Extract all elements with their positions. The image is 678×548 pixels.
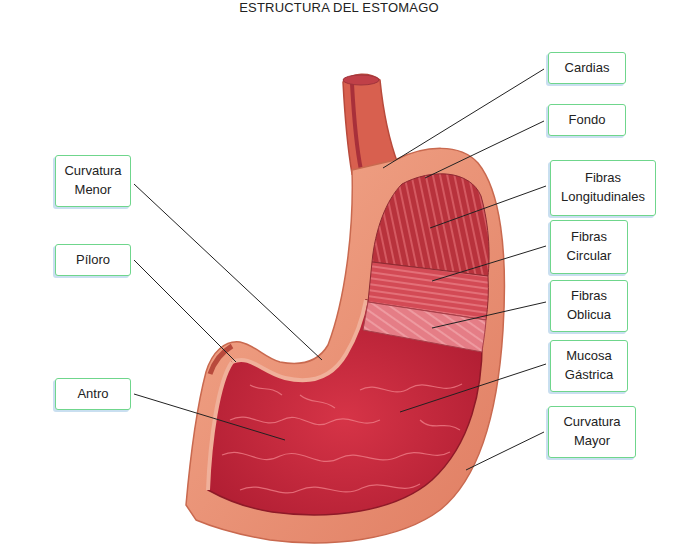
oblique-fibers: [363, 302, 486, 352]
callout-label: Mucosa Gástrica: [557, 347, 621, 385]
diagram-title: ESTRUCTURA DEL ESTOMAGO: [0, 0, 678, 15]
callout-label: Antro: [77, 385, 108, 404]
leader-lines: [134, 69, 546, 470]
longitudinal-fibers: [372, 174, 489, 276]
callout-box: Cardias: [548, 52, 626, 84]
callout-box: Fondo: [548, 104, 626, 136]
leader-line: [430, 186, 546, 228]
callout-box: Curvatura Mayor: [548, 406, 636, 458]
callout-box: Mucosa Gástrica: [550, 340, 628, 392]
leader-line: [400, 364, 546, 412]
callout-label: Cardias: [565, 59, 610, 78]
leader-line: [432, 246, 546, 281]
leader-line: [383, 69, 544, 168]
callout-label: Fondo: [569, 111, 606, 130]
leader-line: [134, 184, 322, 360]
callout-box: Fibras Oblicua: [550, 280, 628, 332]
esophagus-opening: [343, 75, 379, 85]
mucosa-folds: [222, 384, 462, 493]
esophagus-lumen: [352, 84, 361, 170]
callout-box: Fibras Circular: [550, 220, 628, 274]
callout-label: Fibras Oblicua: [557, 287, 621, 325]
callout-label: Fibras Circular: [557, 228, 621, 266]
wall-edge: [232, 300, 366, 380]
callout-box: Píloro: [55, 244, 131, 276]
wall-edge: [208, 362, 232, 490]
callout-box: Curvatura Menor: [55, 155, 131, 207]
leader-line: [134, 260, 236, 362]
leader-line: [466, 432, 544, 470]
callout-label: Curvatura Menor: [62, 162, 124, 200]
callout-box: Antro: [55, 378, 131, 410]
callout-box: Fibras Longitudinales: [550, 160, 656, 216]
leader-line: [134, 394, 285, 440]
pyloric-ring: [210, 346, 232, 374]
callout-label: Píloro: [76, 251, 110, 270]
leader-line: [425, 121, 544, 178]
callout-label: Curvatura Mayor: [555, 413, 629, 451]
stomach-wall: [186, 148, 504, 543]
esophagus: [343, 74, 398, 174]
leader-line: [432, 302, 546, 328]
callout-label: Fibras Longitudinales: [557, 169, 649, 207]
